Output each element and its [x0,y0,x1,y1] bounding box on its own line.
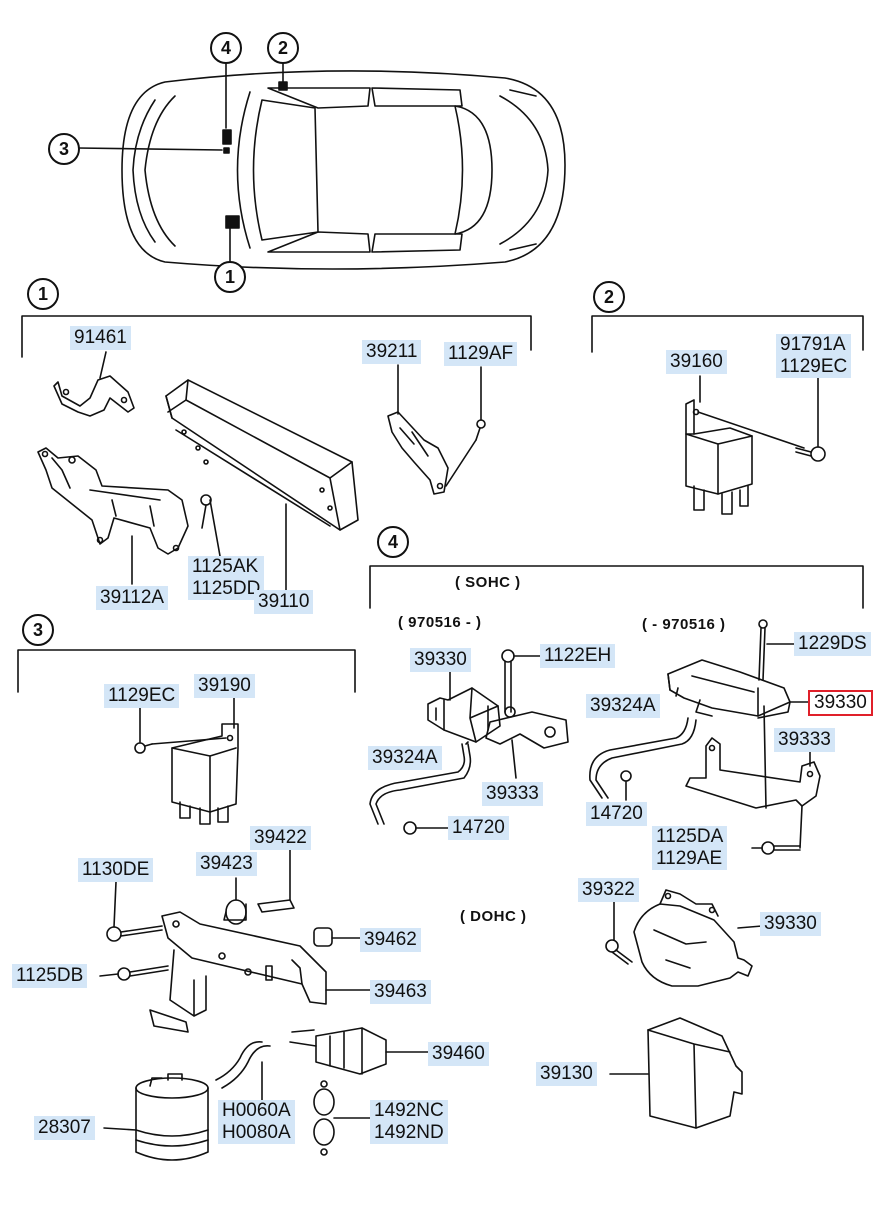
bolt-1125AK-drawing [200,494,221,557]
part-label-39112A[interactable]: 39112A [96,586,169,610]
bolt-1122EH-drawing [501,649,541,718]
car-marker-4[interactable]: 4 [210,32,242,64]
part-label-1125DD: 1125DD [192,578,261,599]
part-label-39423[interactable]: 39423 [196,852,257,876]
part-label-39330-dohc[interactable]: 39330 [760,912,821,936]
filter-28307-drawing [103,1073,209,1161]
part-label-39322[interactable]: 39322 [578,878,639,902]
car-top-view [77,59,566,270]
part-label-39333-late[interactable]: 39333 [774,728,835,752]
car-marker-2[interactable]: 2 [267,32,299,64]
part-label-1130DE[interactable]: 1130DE [78,858,154,882]
screw-1129AF-drawing [445,366,486,487]
late-caption: ( - 970516 ) [642,616,726,633]
car-marker-1[interactable]: 1 [214,261,246,293]
part-label-91791A-1129EC[interactable]: 91791A 1129EC [776,334,852,378]
valve-39330-early-drawing [427,671,501,743]
bolt-1125DB-drawing [99,965,169,981]
part-label-39160[interactable]: 39160 [666,350,727,374]
clip-14720-late-drawing [620,770,632,801]
part-label-1129AF[interactable]: 1129AF [444,342,518,366]
valve-39330-late-drawing [667,659,809,719]
part-label-1129EC: 1129EC [780,356,848,377]
section-marker-1[interactable]: 1 [27,278,59,310]
bracket-91461-drawing [53,351,135,417]
part-label-39422[interactable]: 39422 [250,826,311,850]
screw-1129EC-drawing [134,705,153,754]
early-caption: ( 970516 - ) [398,614,482,631]
part-label-1129EC-s3[interactable]: 1129EC [104,684,180,708]
part-label-1492NC: 1492NC [374,1100,444,1121]
valve-39330-dohc-drawing [633,889,763,987]
section-marker-4[interactable]: 4 [377,526,409,558]
part-label-91461[interactable]: 91461 [70,326,131,350]
section-marker-2[interactable]: 2 [593,281,625,313]
part-label-39463[interactable]: 39463 [370,980,431,1004]
part-label-14720-early[interactable]: 14720 [448,816,509,840]
part-label-39110[interactable]: 39110 [254,590,314,614]
part-label-91791A: 91791A [780,334,846,355]
dohc-caption: ( DOHC ) [460,908,527,925]
bracket-39211-drawing [387,364,449,495]
bracket-39112A-drawing [37,447,189,585]
bracket-39463-drawing [149,911,377,1033]
part-label-28307[interactable]: 28307 [34,1116,95,1140]
relay-39190-drawing [151,695,239,825]
module-39130-drawing [609,1017,743,1129]
bracket-39333-early-drawing [485,711,569,779]
bolt-91791A-drawing [795,377,826,462]
part-label-H0060A-H0080A[interactable]: H0060A H0080A [218,1100,295,1144]
grommet-39462-drawing [313,927,361,947]
part-label-H0060A: H0060A [222,1100,291,1121]
part-label-39190[interactable]: 39190 [194,674,255,698]
bolt-39322-drawing [605,899,633,965]
hose-39324A-early-drawing [369,741,472,825]
sensor-39460-drawing [289,1027,433,1075]
part-label-39130[interactable]: 39130 [536,1062,597,1086]
ecu-39110-drawing [165,379,359,595]
part-label-1125DB[interactable]: 1125DB [12,964,88,988]
part-label-39330-selected[interactable]: 39330 [808,690,873,716]
section-1-bracket [21,315,532,358]
part-label-1129AE: 1129AE [656,848,723,869]
part-label-1229DS[interactable]: 1229DS [794,632,871,656]
clip-14720-early-drawing [403,821,449,835]
relay-39160-drawing [685,375,805,515]
part-label-H0080A: H0080A [222,1122,291,1143]
part-label-1125DA: 1125DA [656,826,724,847]
part-label-1492NC-1492ND[interactable]: 1492NC 1492ND [370,1100,448,1144]
part-label-39333-early[interactable]: 39333 [482,782,543,806]
hose-39324A-late-drawing [589,717,697,799]
bolt-1130DE-drawing [106,881,163,942]
section-3-bracket [17,649,356,693]
part-label-1122EH[interactable]: 1122EH [540,644,616,668]
pin-39422-drawing [257,849,295,913]
part-label-1125AK: 1125AK [192,556,259,577]
part-label-39462[interactable]: 39462 [360,928,421,952]
section-marker-3[interactable]: 3 [22,614,54,646]
part-label-39211[interactable]: 39211 [362,340,422,364]
part-label-39460[interactable]: 39460 [428,1042,489,1066]
section-4-bracket [369,565,864,609]
sohc-caption: ( SOHC ) [455,574,521,591]
part-label-39324A-early[interactable]: 39324A [368,746,442,770]
bracket-39333-late-drawing [685,737,821,809]
bushing-39423-drawing [223,877,247,925]
part-label-14720-late[interactable]: 14720 [586,802,647,826]
part-label-1125DA-1129AE[interactable]: 1125DA 1129AE [652,826,728,870]
part-label-1125AK-1125DD[interactable]: 1125AK 1125DD [188,556,265,600]
section-2-bracket [591,315,864,353]
clamp-1492NC-drawing [313,1080,373,1156]
screw-1229DS-drawing [758,619,795,681]
part-label-1492ND: 1492ND [374,1122,444,1143]
bolt-1125DA-drawing [751,705,803,855]
car-marker-3[interactable]: 3 [48,133,80,165]
part-label-39324A-late[interactable]: 39324A [586,694,660,718]
part-label-39330-early[interactable]: 39330 [410,648,471,672]
